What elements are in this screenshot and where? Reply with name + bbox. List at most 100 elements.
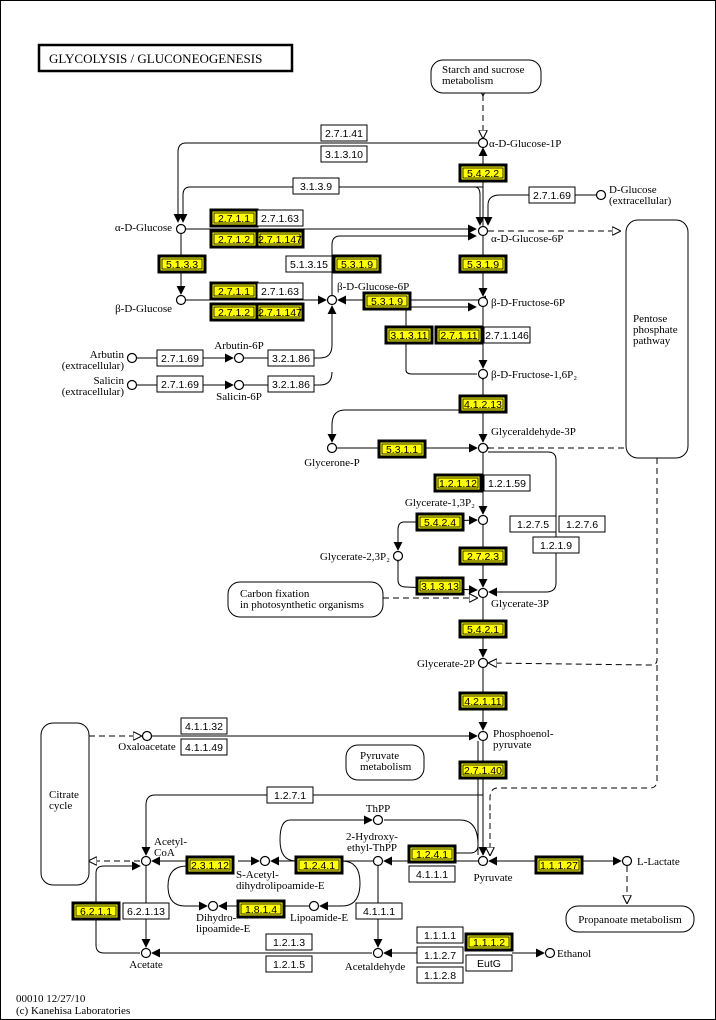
compound-pyruvate[interactable]: Pyruvate: [473, 855, 513, 885]
compound-g13p2[interactable]: Glycerate-1,3P₂: [405, 497, 489, 526]
compound-salicin-6p[interactable]: Salicin-6P: [216, 379, 262, 404]
compound-g2p[interactable]: Glycerate-2P: [417, 657, 489, 670]
compound-acetate[interactable]: Acetate: [129, 947, 163, 972]
enzyme-box[interactable]: 1.1.1.27: [534, 855, 584, 875]
compound-node[interactable]: [126, 352, 138, 364]
compound-node[interactable]: [259, 855, 271, 867]
enzyme-box[interactable]: 1.2.7.6: [558, 515, 606, 533]
compound-glycerone-p[interactable]: Glycerone-P: [304, 442, 360, 470]
compound-node[interactable]: [477, 657, 489, 669]
compound-node[interactable]: [595, 189, 607, 201]
compound-acetyl-coa[interactable]: Acetyl-CoA: [140, 836, 188, 867]
compound-node[interactable]: [477, 587, 489, 599]
enzyme-box[interactable]: 5.4.2.1: [458, 619, 508, 639]
compound-node[interactable]: [141, 730, 153, 742]
compound-node[interactable]: [477, 296, 489, 308]
enzyme-box[interactable]: 2.7.1.2: [209, 302, 259, 322]
enzyme-box[interactable]: 4.1.1.1: [355, 902, 403, 920]
compound-g3p[interactable]: Glycerate-3P: [477, 587, 550, 611]
enzyme-box[interactable]: 1.2.4.1: [407, 844, 457, 864]
enzyme-box[interactable]: 2.7.1.69: [156, 375, 204, 393]
enzyme-box[interactable]: 1.1.1.2: [464, 932, 514, 952]
enzyme-box[interactable]: 4.1.1.1: [408, 865, 456, 883]
enzyme-box[interactable]: 3.2.1.86: [267, 349, 315, 367]
enzyme-box[interactable]: 5.4.2.2: [458, 163, 508, 183]
enzyme-box[interactable]: 1.2.1.9: [532, 536, 580, 554]
enzyme-box[interactable]: 1.2.4.1: [294, 855, 344, 875]
enzyme-box[interactable]: 2.7.1.69: [156, 349, 204, 367]
compound-arbutin-ext[interactable]: Arbutin(extracellular): [62, 349, 138, 372]
compound-l-lactate[interactable]: L-Lactate: [621, 855, 680, 868]
compound-node[interactable]: [326, 442, 338, 454]
compound-node[interactable]: [372, 947, 384, 959]
compound-node[interactable]: [477, 855, 489, 867]
enzyme-box[interactable]: 1.1.2.7: [416, 946, 464, 964]
enzyme-box[interactable]: 1.2.1.5: [265, 955, 313, 973]
enzyme-box[interactable]: EutG: [465, 954, 513, 972]
compound-thpp[interactable]: ThPP: [366, 803, 390, 826]
compound-node[interactable]: [477, 368, 489, 380]
enzyme-box[interactable]: 5.3.1.9: [458, 254, 508, 274]
enzyme-box[interactable]: 3.1.3.13: [415, 576, 465, 596]
compound-a-glc-1p[interactable]: α-D-Glucose-1P: [477, 137, 562, 150]
compound-node[interactable]: [477, 137, 489, 149]
compound-node[interactable]: [175, 294, 187, 306]
enzyme-box[interactable]: 2.7.1.1: [209, 208, 259, 228]
enzyme-box[interactable]: 4.1.1.32: [180, 717, 228, 735]
enzyme-box[interactable]: 4.1.2.13: [458, 394, 508, 414]
enzyme-box[interactable]: 3.2.1.86: [267, 375, 315, 393]
enzyme-box[interactable]: 5.1.3.15: [285, 255, 333, 273]
compound-node[interactable]: [233, 352, 245, 364]
enzyme-box[interactable]: 2.7.1.1: [209, 281, 259, 301]
enzyme-box[interactable]: 2.7.2.3: [458, 546, 508, 566]
enzyme-box[interactable]: 2.3.1.12: [185, 855, 235, 875]
enzyme-box[interactable]: 5.1.3.3: [157, 254, 207, 274]
compound-lipoamide[interactable]: Lipoamide-E: [290, 900, 348, 925]
enzyme-box[interactable]: 5.4.2.4: [415, 512, 465, 532]
pathway-link-propanoate[interactable]: Propanoate metabolism: [565, 905, 695, 933]
enzyme-box[interactable]: 3.1.3.10: [320, 145, 368, 163]
compound-oaa[interactable]: Oxaloacetate: [118, 730, 176, 754]
compound-pep[interactable]: Phosphoenol-pyruvate: [477, 728, 554, 751]
compound-node[interactable]: [140, 855, 152, 867]
compound-node[interactable]: [477, 514, 489, 526]
enzyme-box[interactable]: 2.7.1.63: [256, 209, 304, 227]
compound-node[interactable]: [126, 379, 138, 391]
enzyme-box[interactable]: 1.1.1.1: [416, 926, 464, 944]
enzyme-box[interactable]: 1.8.1.4: [236, 899, 286, 919]
compound-ethanol[interactable]: Ethanol: [544, 947, 592, 960]
compound-node[interactable]: [372, 814, 384, 826]
compound-node[interactable]: [477, 730, 489, 742]
enzyme-box[interactable]: 1.2.7.1: [266, 786, 314, 804]
enzyme-box[interactable]: 1.2.1.59: [483, 474, 531, 492]
enzyme-box[interactable]: 2.7.1.147: [255, 229, 305, 249]
enzyme-box[interactable]: 4.2.1.11: [458, 691, 508, 711]
enzyme-box[interactable]: 2.7.1.40: [458, 760, 508, 780]
enzyme-box[interactable]: 4.1.1.49: [180, 738, 228, 756]
compound-s-acetyl[interactable]: S-Acetyl-dihydrolipoamide-E: [236, 855, 325, 893]
compound-b-fru-6p[interactable]: β-D-Fructose-6P: [477, 296, 566, 309]
compound-he-thpp[interactable]: 2-Hydroxy-ethyl-ThPP: [346, 831, 398, 867]
enzyme-box[interactable]: 2.7.1.11: [434, 325, 484, 345]
compound-dihydro[interactable]: Dihydro-lipoamide-E: [196, 900, 251, 936]
compound-node[interactable]: [477, 225, 489, 237]
compound-a-glc[interactable]: α-D-Glucose: [115, 222, 187, 235]
compound-node[interactable]: [140, 947, 152, 959]
enzyme-box[interactable]: 5.3.1.9: [332, 254, 382, 274]
enzyme-box[interactable]: 6.2.1.1: [71, 901, 121, 921]
enzyme-box[interactable]: 2.7.1.2: [209, 229, 259, 249]
compound-a-glc-6p[interactable]: α-D-Glucose-6P: [477, 225, 564, 246]
enzyme-box[interactable]: 2.7.1.69: [528, 186, 576, 204]
enzyme-box[interactable]: 6.2.1.13: [122, 902, 170, 920]
enzyme-box[interactable]: 2.7.1.147: [255, 302, 305, 322]
enzyme-box[interactable]: 5.3.1.1: [377, 439, 427, 459]
enzyme-box[interactable]: 3.1.3.9: [292, 177, 340, 195]
compound-gap[interactable]: Glyceraldehyde-3P: [477, 426, 576, 454]
enzyme-box[interactable]: 2.7.1.41: [320, 124, 368, 142]
compound-node[interactable]: [207, 900, 219, 912]
compound-b-glc[interactable]: β-D-Glucose: [115, 294, 187, 316]
compound-b-glc-6p[interactable]: β-D-Glucose-6P: [326, 281, 410, 306]
